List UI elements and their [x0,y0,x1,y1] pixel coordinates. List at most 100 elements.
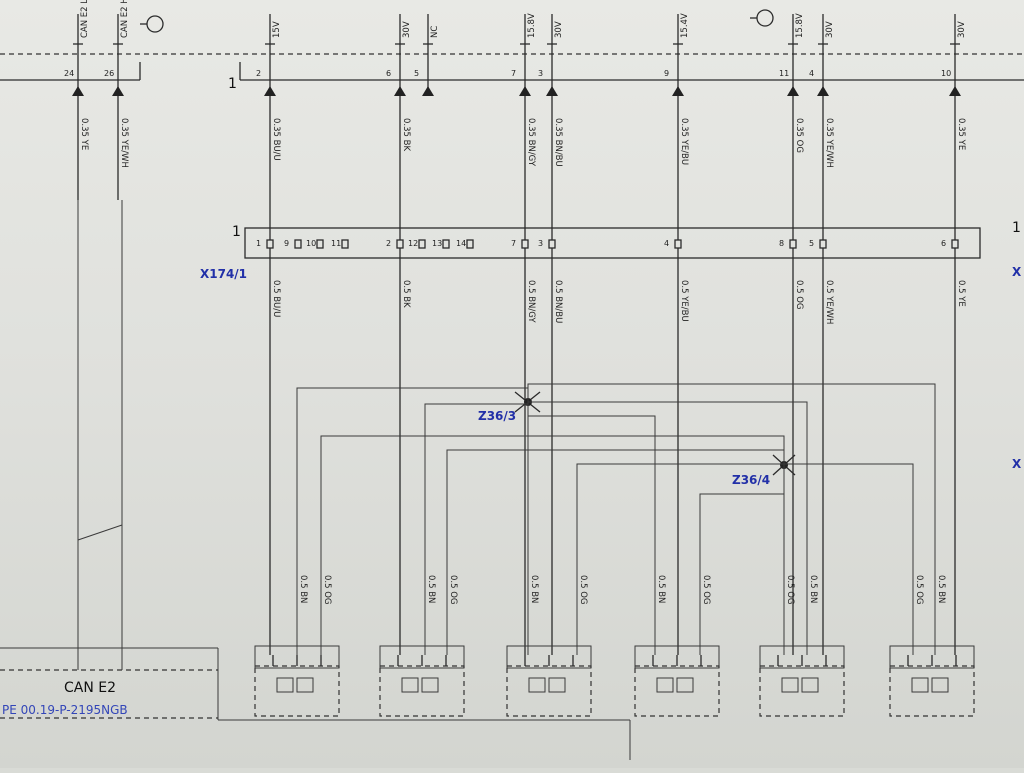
wire-arrow-icon [422,86,434,96]
upper-wire: 0.35 YE [954,96,966,240]
module-connector [889,645,975,717]
wire-label: 0.5 YE/WH [824,280,834,324]
upper-wire: 0.35 BK [399,96,411,240]
top-pin: 15.8V7 [511,13,537,96]
wire-label: 0.35 BU/U [271,118,281,161]
splice-z36-3-label: Z36/3 [478,409,516,423]
wire-label: 0.35 OG [794,118,804,153]
upper-wire: 0.35 BN/GY [524,96,536,240]
pin-number: 26 [104,69,114,78]
connector-pin: 4 [664,239,682,249]
top-pin: CAN E2 H26 [104,0,130,96]
module-wire-label: 0.5 OG [578,575,588,605]
module-wire-label: 0.5 OG [322,575,332,605]
wire-label: 0.5 BN/BU [553,280,563,323]
connector-pin-number: 6 [941,239,946,248]
connector-pin: 5 [809,239,827,249]
lower-wire: 0.5 YE/BU [677,248,689,655]
pin-signal-label: 15.8V [527,13,537,38]
pin-signal-label: 30V [957,21,967,38]
module-connector [506,645,592,717]
pin-signal-label: CAN E2 L [80,0,90,38]
wire-arrow-icon [72,86,84,96]
connector-pin-number: 7 [511,239,516,248]
connector-pin: 14 [456,239,474,249]
wire-label: 0.5 BK [401,280,411,308]
connector-x174-1 [244,227,981,259]
can-e2-reference: PE 00.19-P-2195NGB [2,703,128,717]
top-pin: 15.4V9 [664,13,690,96]
connector-pin: 8 [779,239,797,249]
splice-z36-4-label: Z36/4 [732,473,770,487]
wire-label: 0.35 YE [79,118,89,150]
module-wire-label: 0.5 BN [808,575,818,603]
upper-wire: 0.35 BU/U [269,96,281,240]
connector-pin-number: 3 [538,239,543,248]
connector-pin-number: 4 [664,239,669,248]
upper-wire: 0.35 YE/WH [822,96,834,240]
module-wire-label: 0.5 OG [701,575,711,605]
wire-arrow-icon [817,86,829,96]
connector-pin: 1 [256,239,274,249]
lower-wire: 0.5 YE/WH [822,248,834,655]
can-e2-title: CAN E2 [64,680,116,696]
connector-pin-number: 1 [256,239,261,248]
connector-pin-number: 12 [408,239,418,248]
module-wire-labels: 0.5 BN 0.5 OG 0.5 BN 0.5 OG 0.5 BN 0.5 OG 0.5 … [298,575,946,605]
pin-signal-label: 15.4V [680,13,690,38]
wire-label: 0.35 YE/WH [824,118,834,168]
connector-pin-number: 10 [306,239,316,248]
pin-signal-label: 15V [272,21,282,38]
module-connector [254,645,340,717]
ground-symbol-icon [140,15,164,33]
right-edge-mark: X [1012,265,1022,279]
connector-pin: 10 [306,239,324,249]
top-pin: NC5 [414,14,440,96]
splice-distribution [296,383,936,655]
wire-arrow-icon [112,86,124,96]
connector-pin: 6 [941,239,959,249]
connector-pin-number: 9 [284,239,289,248]
wire-label: 0.35 BK [401,118,411,151]
top-bus-label: 1 [228,76,237,92]
module-wire-label: 0.5 BN [656,575,666,603]
pin-number: 10 [941,69,951,78]
pin-signal-label: NC [430,26,440,38]
lower-wire: 0.5 YE [954,248,966,655]
wire-label: 0.35 YE/WH [119,118,129,168]
upper-wire: 0.35 YE/BU [677,96,689,240]
top-pin: 30V 10 [941,14,967,96]
pin-number: 3 [538,69,543,78]
connector-pin: 7 [511,239,529,249]
connector-pin-number: 2 [386,239,391,248]
connector-name: X174/1 [200,267,247,281]
module-connector [759,645,845,717]
module-wire-label: 0.5 OG [448,575,458,605]
wire-label: 0.35 BN/GY [526,118,536,167]
right-edge-mark: X [1012,457,1022,471]
connector-pin-number: 14 [456,239,466,248]
lower-wire: 0.5 OG [792,248,804,655]
connector-right-number: 1 [1012,220,1021,236]
lower-wire: 0.5 BU/U [269,248,281,655]
pin-number: 6 [386,69,391,78]
can-e2-box [0,200,631,760]
ground-symbol-icon [750,9,774,27]
connector-pin: 12 [408,239,426,249]
top-pin: CAN E2 L24 [64,0,90,96]
module-connector [379,645,465,717]
wire-arrow-icon [264,86,276,96]
connector-pin: 13 [432,239,450,249]
connector-left-number: 1 [232,224,241,240]
lower-wire: 0.5 BK [399,248,411,655]
lower-wire: 0.5 BN/BU [551,248,563,655]
module-wire-label: 0.5 BN [426,575,436,603]
connector-pin-number: 8 [779,239,784,248]
pin-signal-label: 30V [825,21,835,38]
